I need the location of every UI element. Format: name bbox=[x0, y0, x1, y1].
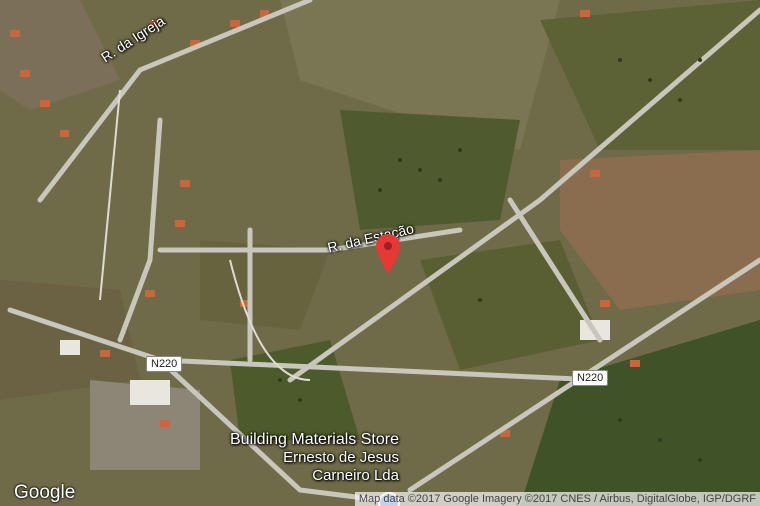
poi-line3: Carneiro Lda bbox=[312, 467, 399, 484]
route-shield: N220 bbox=[572, 370, 609, 386]
route-shield: N220 bbox=[146, 356, 183, 372]
map-attribution[interactable]: Map data ©2017 Google Imagery ©2017 CNES… bbox=[354, 492, 760, 506]
poi-line2: Ernesto de Jesus bbox=[283, 449, 399, 466]
location-pin-icon[interactable] bbox=[376, 234, 400, 274]
google-logo[interactable]: Google bbox=[14, 482, 76, 503]
poi-label[interactable]: Building Materials Store Ernesto de Jesu… bbox=[230, 431, 399, 485]
poi-name: Building Materials Store bbox=[230, 431, 399, 448]
